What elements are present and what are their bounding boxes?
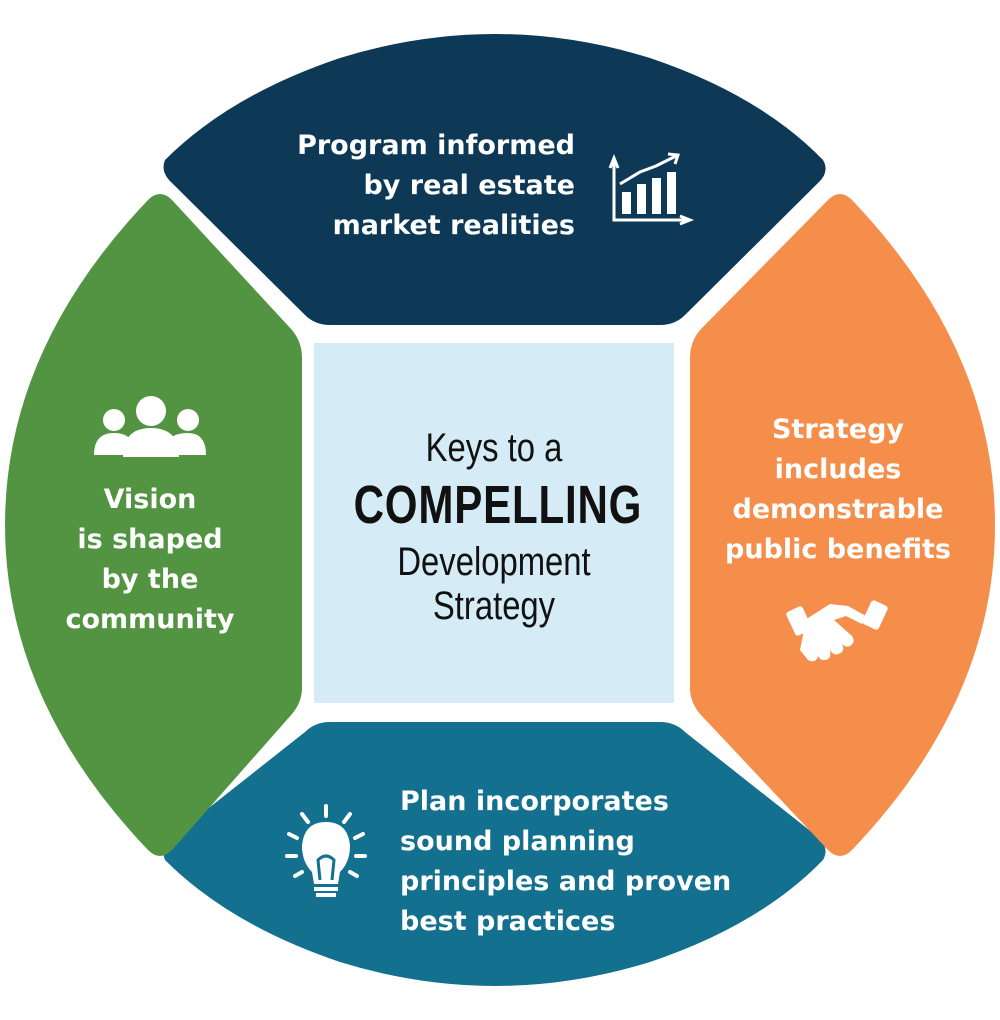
segment-bottom-text: Plan incorporates sound planning princip…: [400, 782, 731, 942]
segment-top-line: market realities: [332, 210, 575, 241]
segment-right: [690, 194, 995, 856]
segment-left-text: Vision is shaped by the community: [40, 480, 260, 640]
segment-bottom-line: sound planning: [400, 826, 635, 857]
lightbulb-icon: [285, 804, 367, 897]
segment-top-line: by real estate: [363, 170, 575, 201]
segment-bottom: [163, 722, 826, 986]
center-title-line2: COMPELLING: [353, 475, 643, 535]
segment-left-line: is shaped: [77, 524, 223, 555]
center-title-line4: Strategy: [432, 584, 556, 628]
segment-right-line: Strategy: [771, 414, 905, 445]
segment-left-line: by the: [101, 564, 199, 595]
segment-left: [5, 194, 302, 856]
segment-bottom-line: Plan incorporates: [400, 786, 669, 817]
segment-right-line: public benefits: [725, 534, 951, 565]
segment-bottom-line: best practices: [400, 906, 616, 937]
segment-right-line: includes: [774, 454, 902, 485]
people-group-icon: [94, 396, 206, 457]
growth-chart-icon: [608, 152, 695, 226]
segment-top: [163, 34, 826, 325]
segment-right-text: Strategy includes demonstrable public be…: [708, 410, 968, 570]
handshake-icon: [786, 600, 888, 662]
center-title-line1: Keys to a: [425, 426, 563, 470]
center-title: Keys to a COMPELLING Development Strateg…: [314, 343, 674, 703]
segment-left-line: community: [65, 604, 235, 635]
segment-right-line: demonstrable: [732, 494, 944, 525]
segment-left-line: Vision: [103, 484, 197, 515]
segment-bottom-line: principles and proven: [400, 866, 732, 897]
segment-top-line: Program informed: [297, 130, 575, 161]
center-title-line3: Development: [397, 540, 591, 584]
center-square: [314, 343, 674, 703]
segment-top-text: Program informed by real estate market r…: [297, 126, 575, 246]
